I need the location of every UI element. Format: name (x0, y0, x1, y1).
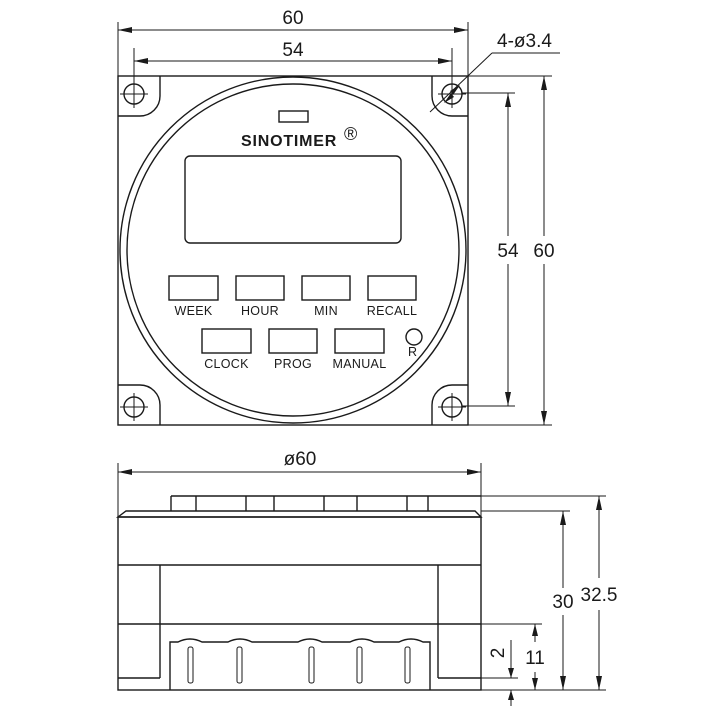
svg-text:4-ø3.4: 4-ø3.4 (497, 31, 552, 52)
prog-label: PROG (274, 357, 312, 371)
recall-button[interactable] (367, 275, 417, 301)
dim-base-offset: 2 (481, 640, 518, 706)
reset-label: R (408, 345, 417, 359)
min-label: MIN (314, 304, 338, 318)
dim-terminal-height: 11 (481, 623, 545, 690)
svg-text:30: 30 (552, 592, 573, 613)
dim-diameter: ø60 (117, 449, 482, 690)
manual-label: MANUAL (333, 357, 387, 371)
dim-overall-height: 60 (468, 75, 555, 426)
bezel-inner (126, 83, 460, 417)
bezel-outer (119, 76, 467, 424)
svg-text:60: 60 (533, 241, 554, 262)
terminal-slot (356, 646, 363, 684)
mounting-hole-br (438, 393, 466, 421)
mounting-hole-tr (438, 80, 466, 108)
svg-text:2: 2 (488, 648, 509, 659)
clock-label: CLOCK (204, 357, 249, 371)
button-caps-profile (170, 495, 481, 511)
hour-button[interactable] (235, 275, 285, 301)
dim-overall-width: 60 (117, 8, 469, 76)
svg-text:32.5: 32.5 (581, 585, 618, 606)
led-indicator (278, 110, 309, 123)
registered-mark-icon: ® (344, 124, 357, 144)
manual-button[interactable] (334, 328, 385, 354)
top-view: SINOTIMER ® WEEK HOUR MIN RECALL CLOCK P… (117, 8, 560, 426)
lcd-display (184, 155, 402, 244)
dim-body-height: 30 (481, 510, 574, 690)
mounting-plate (117, 75, 469, 426)
side-view: ø60 (115, 449, 618, 706)
timer-body (117, 516, 482, 691)
svg-text:54: 54 (497, 241, 519, 262)
corner-boss-tl (118, 76, 161, 117)
corner-boss-tr (431, 76, 468, 117)
terminal-slot (236, 646, 243, 684)
brand-name: SINOTIMER (241, 133, 337, 150)
mounting-hole-tl (120, 80, 148, 108)
bezel-bevel (115, 510, 483, 518)
terminal-slot (308, 646, 315, 684)
svg-text:54: 54 (282, 40, 304, 61)
terminal-slot (187, 646, 194, 684)
week-label: WEEK (174, 304, 212, 318)
terminal-slot (404, 646, 411, 684)
reset-button[interactable] (405, 328, 423, 346)
corner-boss-br (431, 384, 468, 425)
dim-total-height: 32.5 (481, 495, 618, 691)
clock-button[interactable] (201, 328, 252, 354)
min-button[interactable] (301, 275, 351, 301)
terminal-block (169, 638, 431, 690)
corner-boss-bl (118, 384, 161, 425)
mounting-hole-bl (120, 393, 148, 421)
week-button[interactable] (168, 275, 219, 301)
svg-text:60: 60 (282, 8, 303, 29)
recall-label: RECALL (367, 304, 417, 318)
svg-text:ø60: ø60 (284, 449, 317, 470)
prog-button[interactable] (268, 328, 318, 354)
hour-label: HOUR (241, 304, 279, 318)
svg-text:11: 11 (525, 648, 545, 669)
dim-hole-spacing-height: 54 (462, 92, 519, 407)
dim-hole-spec: 4-ø3.4 (429, 31, 560, 113)
dim-hole-spacing-width: 54 (133, 40, 453, 84)
